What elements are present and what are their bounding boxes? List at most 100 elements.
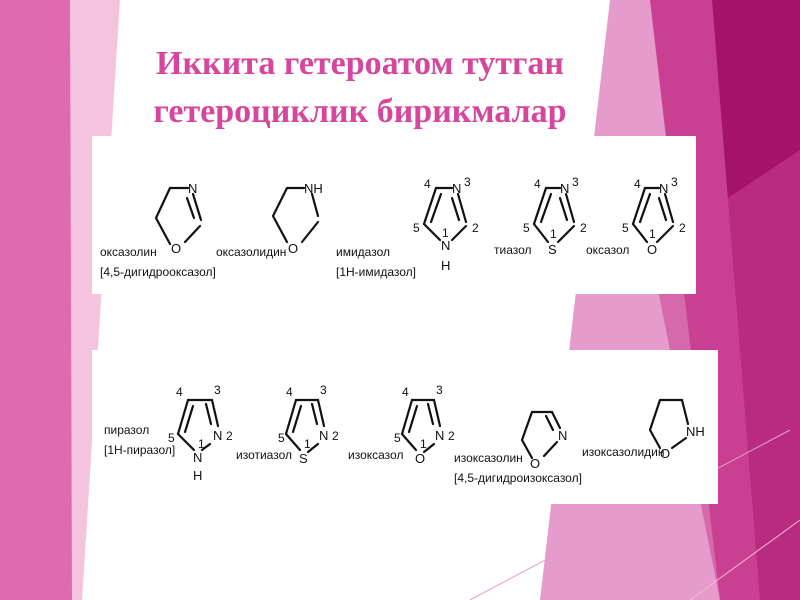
ring-bond — [648, 398, 684, 450]
position-number: 5 — [523, 221, 530, 235]
compound-alt-name: [1H-имидазол] — [336, 265, 416, 279]
imidazole-structure: N N H 4 3 5 2 1 имидазол [1H-имидазол] — [336, 175, 479, 279]
ring-bond — [432, 398, 442, 428]
position-number: 3 — [320, 383, 327, 397]
atom-o: O — [288, 241, 298, 256]
atom-o: O — [660, 446, 670, 461]
atom-n: N — [319, 428, 328, 443]
atom-s: S — [299, 451, 308, 466]
ring-bond — [450, 224, 468, 242]
ring-bond — [154, 186, 190, 246]
position-number: 3 — [671, 175, 678, 189]
position-number: 2 — [580, 221, 587, 235]
ring-bond — [183, 224, 202, 244]
position-number: 5 — [413, 221, 420, 235]
atom-h: H — [193, 468, 202, 483]
position-number: 4 — [286, 385, 293, 399]
atom-n: N — [435, 428, 444, 443]
compound-name: изоксазол — [348, 448, 403, 462]
ring-bond — [550, 410, 562, 430]
ring-bond — [306, 442, 320, 454]
compound-name: изотиазол — [236, 448, 292, 462]
isoxazole-structure: O N 4 3 5 2 1 изоксазол — [348, 383, 455, 466]
position-number: 2 — [448, 429, 455, 443]
slide-title-line2: гетероциклик бирикмалар — [153, 93, 567, 130]
position-number: 3 — [464, 175, 471, 189]
double-bond — [539, 192, 553, 224]
ring-bond — [200, 442, 212, 452]
ring-bond — [300, 220, 320, 244]
position-number: 1 — [304, 437, 311, 451]
pyrazole-structure: N N H 4 3 5 2 1 пиразол [1H-пиразол] — [104, 383, 233, 483]
ring-bond — [520, 410, 554, 460]
atom-n1: N — [193, 450, 202, 465]
ring-bond — [400, 398, 414, 436]
atom-h: H — [441, 258, 450, 273]
atom-nh: NH — [304, 181, 323, 196]
double-bond — [544, 414, 555, 432]
compound-name: оксазолидин — [216, 245, 286, 259]
double-bond — [310, 402, 319, 426]
atom-n: N — [560, 181, 569, 196]
isothiazole-structure: S N 4 3 5 2 1 изотиазол — [236, 383, 339, 466]
atom-o: O — [415, 451, 425, 466]
row2-structures: N N H 4 3 5 2 1 пиразол [1H-пиразол] S N… — [104, 383, 705, 485]
deco-line — [469, 429, 791, 600]
left-accent-shape — [0, 0, 80, 600]
structures-panel-row2: N N H 4 3 5 2 1 пиразол [1H-пиразол] S N… — [92, 350, 718, 504]
atom-n1: N — [441, 238, 450, 253]
position-number: 2 — [332, 429, 339, 443]
ring-bond — [176, 398, 190, 436]
position-number: 4 — [534, 177, 541, 191]
atom-n2: N — [213, 428, 222, 443]
ring-bond — [422, 442, 436, 454]
double-bond — [558, 196, 569, 222]
ring-bond — [542, 440, 559, 458]
position-number: 4 — [176, 385, 183, 399]
ring-bond — [532, 222, 550, 244]
ring-bond — [191, 192, 203, 222]
isoxazoline-structure: N O изоксазолин [4,5-дигидроизоксазол] — [454, 410, 582, 485]
compound-name: оксазол — [586, 243, 629, 257]
position-number: 3 — [572, 175, 579, 189]
compound-name: пиразол — [104, 423, 149, 437]
thiazole-structure: N S 4 3 5 2 1 тиазол — [494, 175, 587, 257]
atom-n: N — [659, 181, 668, 196]
double-bond — [291, 404, 303, 434]
double-bond — [204, 402, 213, 426]
ring-bond — [456, 192, 468, 224]
ring-bond — [422, 222, 442, 242]
double-bond — [450, 196, 461, 222]
position-number: 1 — [649, 227, 656, 241]
double-bond — [426, 402, 435, 426]
compound-name: изоксазолидин — [582, 445, 664, 459]
position-number: 1 — [420, 437, 427, 451]
compound-name: имидазол — [336, 245, 390, 259]
ring-bond — [284, 432, 302, 452]
ring-bond — [176, 432, 196, 452]
slide-title-line1: Иккита гетероатом тутган — [156, 45, 564, 82]
position-number: 4 — [634, 177, 641, 191]
ring-bond — [422, 186, 438, 226]
oxazole-structure: N O 4 3 5 2 1 оксазол — [586, 175, 686, 257]
atom-o: O — [647, 242, 657, 257]
oxazolidine-structure: NH O оксазолидин — [216, 181, 323, 259]
ring-bond — [655, 224, 675, 244]
atom-s: S — [548, 242, 557, 257]
isoxazolidine-structure: NH O изоксазолидин — [582, 398, 705, 461]
compound-alt-name: [4,5-дигидроизоксазол] — [454, 471, 582, 485]
atom-n3: N — [452, 181, 461, 196]
compound-alt-name: [4,5-дигидрооксазол] — [100, 265, 216, 279]
oxazoline-structure: N O оксазолин [4,5-дигидрооксазол] — [100, 181, 216, 279]
ring-bond — [284, 398, 298, 436]
atom-o: O — [171, 241, 181, 256]
ring-bond — [556, 224, 576, 244]
position-number: 5 — [168, 431, 175, 445]
atom-n: N — [188, 181, 197, 196]
position-number: 4 — [402, 385, 409, 399]
position-number: 3 — [214, 383, 221, 397]
position-number: 5 — [622, 221, 629, 235]
double-bond — [407, 404, 419, 434]
position-number: 2 — [226, 429, 233, 443]
structures-panel-row1: N O оксазолин [4,5-дигидрооксазол] NH O … — [92, 136, 696, 294]
